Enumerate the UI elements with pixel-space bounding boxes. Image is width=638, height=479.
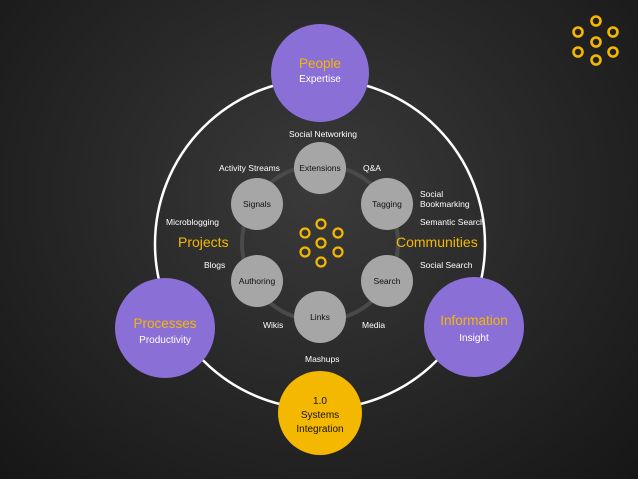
node-tagging: Tagging: [361, 178, 413, 230]
processes-title: Processes: [133, 316, 196, 331]
node-links: Links: [294, 291, 346, 343]
heading-projects: Projects: [178, 234, 229, 250]
node-extensions-label: Extensions: [299, 163, 341, 173]
node-links-label: Links: [310, 312, 330, 322]
label-mashups: Mashups: [305, 354, 340, 364]
corner-logo-icon: [572, 15, 619, 66]
label-microblogging: Microblogging: [166, 217, 219, 227]
information-circle: Information Insight: [424, 277, 524, 377]
systems-line1: 1.0: [313, 396, 327, 407]
people-subtitle: Expertise: [299, 74, 341, 85]
node-authoring-label: Authoring: [239, 276, 276, 286]
information-subtitle: Insight: [459, 333, 489, 344]
node-tagging-label: Tagging: [372, 199, 402, 209]
processes-subtitle: Productivity: [139, 335, 191, 346]
label-blogs: Blogs: [204, 260, 225, 270]
node-search: Search: [361, 255, 413, 307]
label-activity-streams: Activity Streams: [219, 163, 280, 173]
people-circle: People Expertise: [271, 24, 369, 122]
label-wikis: Wikis: [263, 320, 283, 330]
label-social-bookmarking-line1: Social: [420, 189, 443, 199]
center-logo-icon: [299, 218, 344, 268]
label-qa: Q&A: [363, 163, 381, 173]
node-signals-label: Signals: [243, 199, 271, 209]
information-title: Information: [440, 313, 508, 328]
heading-communities: Communities: [396, 234, 478, 250]
people-title: People: [299, 56, 341, 71]
label-social-search: Social Search: [420, 260, 473, 270]
processes-circle: Processes Productivity: [115, 278, 215, 378]
label-social-bookmarking-line2: Bookmarking: [420, 199, 470, 209]
node-authoring: Authoring: [231, 255, 283, 307]
label-media: Media: [362, 320, 385, 330]
systems-circle: 1.0 Systems Integration: [278, 371, 362, 455]
node-search-label: Search: [374, 276, 401, 286]
systems-line2: Systems: [301, 410, 339, 421]
label-social-networking: Social Networking: [289, 129, 357, 139]
node-extensions: Extensions: [294, 142, 346, 194]
systems-line3: Integration: [296, 424, 343, 435]
node-signals: Signals: [231, 178, 283, 230]
label-semantic-search: Semantic Search: [420, 217, 485, 227]
